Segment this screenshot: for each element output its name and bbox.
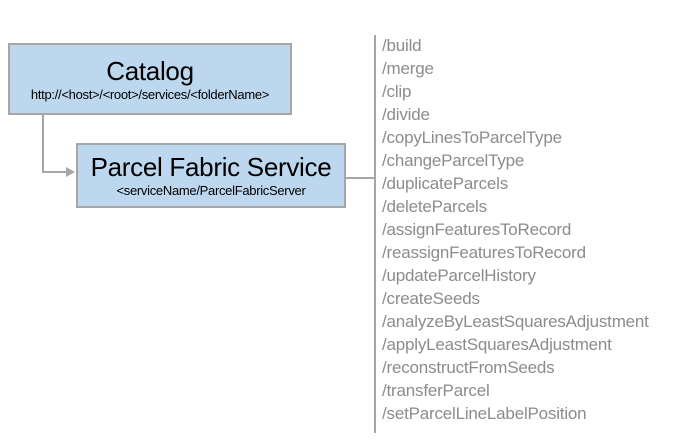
endpoint-item: /reconstructFromSeeds	[382, 358, 555, 377]
endpoint-item: /duplicateParcels	[382, 174, 509, 193]
parcel-fabric-service-title: Parcel Fabric Service	[90, 152, 332, 182]
endpoint-list: /build/merge/clip/divide/copyLinesToParc…	[382, 34, 649, 425]
catalog-url-pattern: http://<host>/<root>/services/<folderNam…	[30, 86, 270, 102]
arrowhead-right-icon	[66, 167, 75, 177]
endpoint-item: /clip	[382, 82, 412, 101]
catalog-title: Catalog	[106, 55, 194, 86]
endpoint-item: /analyzeByLeastSquaresAdjustment	[382, 312, 649, 331]
endpoint-item: /deleteParcels	[382, 197, 487, 216]
endpoint-item: /transferParcel	[382, 381, 490, 400]
service-url-pattern: <serviceName/ParcelFabricServer	[116, 183, 306, 198]
endpoint-item: /copyLinesToParcelType	[382, 128, 562, 147]
endpoint-item: /reassignFeaturesToRecord	[382, 243, 586, 262]
endpoint-item: /updateParcelHistory	[382, 266, 536, 285]
connector-catalog-vertical	[42, 115, 44, 173]
endpoint-item: /divide	[382, 105, 430, 124]
parcel-fabric-service-box: Parcel Fabric Service <serviceName/Parce…	[76, 143, 346, 208]
connector-elbow-horizontal	[42, 171, 68, 173]
endpoint-item: /setParcelLineLabelPosition	[382, 404, 587, 423]
endpoint-item: /build	[382, 36, 422, 55]
endpoint-item: /merge	[382, 59, 434, 78]
endpoint-item: /changeParcelType	[382, 151, 525, 170]
endpoint-divider-line	[374, 35, 376, 433]
endpoint-item: /assignFeaturesToRecord	[382, 220, 572, 239]
endpoint-item: /createSeeds	[382, 289, 480, 308]
endpoint-item: /applyLeastSquaresAdjustment	[382, 335, 612, 354]
connector-service-to-divider	[346, 177, 374, 179]
catalog-box: Catalog http://<host>/<root>/services/<f…	[8, 43, 292, 115]
